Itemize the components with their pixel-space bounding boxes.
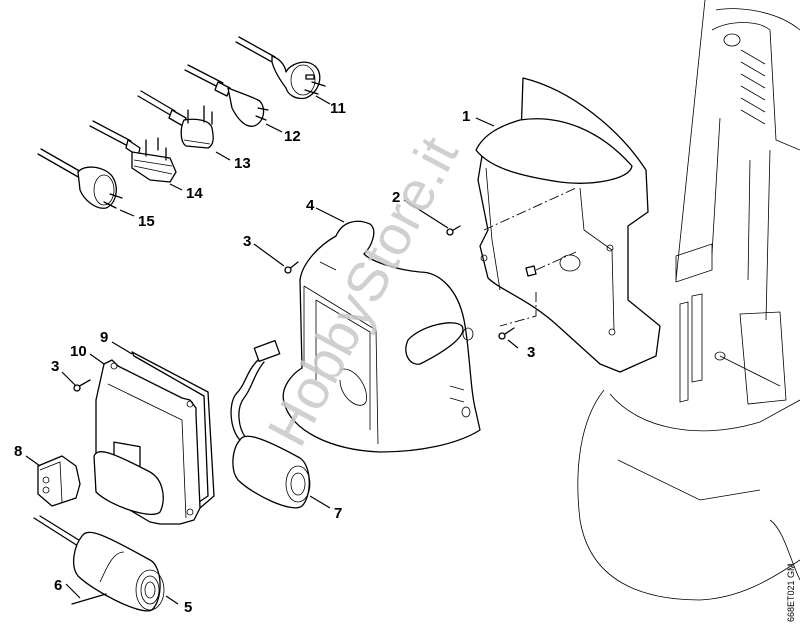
machine-frame (577, 0, 800, 601)
callout-5: 5 (184, 599, 192, 616)
callout-11: 11 (330, 100, 346, 117)
screw-3-right[interactable] (498, 327, 515, 340)
callout-8: 8 (14, 443, 22, 460)
rocker-switch-8[interactable] (37, 455, 81, 507)
power-cord-11[interactable] (235, 36, 326, 100)
callout-15: 15 (138, 213, 155, 230)
leader-lines (25, 95, 519, 605)
callout-14: 14 (186, 185, 203, 202)
screw-2[interactable] (446, 225, 461, 236)
cover-hood-1[interactable] (475, 77, 661, 373)
callout-10: 10 (70, 343, 87, 360)
callout-2: 2 (392, 189, 400, 206)
power-cord-12[interactable] (184, 64, 269, 127)
callout-3: 3 (527, 344, 535, 361)
callout-6: 6 (54, 577, 62, 594)
reference-code: 668ET021 GM (786, 563, 796, 622)
cable-tie-6[interactable] (71, 593, 107, 605)
power-cord-14[interactable] (89, 120, 177, 183)
capacitor-7[interactable] (230, 340, 311, 509)
switch-box-cover-10[interactable] (93, 359, 201, 525)
callout-13: 13 (234, 155, 251, 172)
callout-12: 12 (284, 128, 301, 145)
callout-7: 7 (334, 505, 342, 522)
power-cord-15[interactable] (37, 148, 123, 209)
callout-1: 1 (462, 108, 470, 125)
screw-3-mid[interactable] (284, 261, 299, 274)
callout-3: 3 (51, 358, 59, 375)
callout-4: 4 (306, 197, 315, 214)
power-cord-13[interactable] (137, 90, 214, 149)
motor-housing-4[interactable] (282, 220, 481, 453)
capacitor-5[interactable] (33, 515, 165, 612)
callout-9: 9 (100, 329, 108, 346)
screw-3-left[interactable] (73, 379, 91, 392)
callout-3: 3 (243, 233, 251, 250)
